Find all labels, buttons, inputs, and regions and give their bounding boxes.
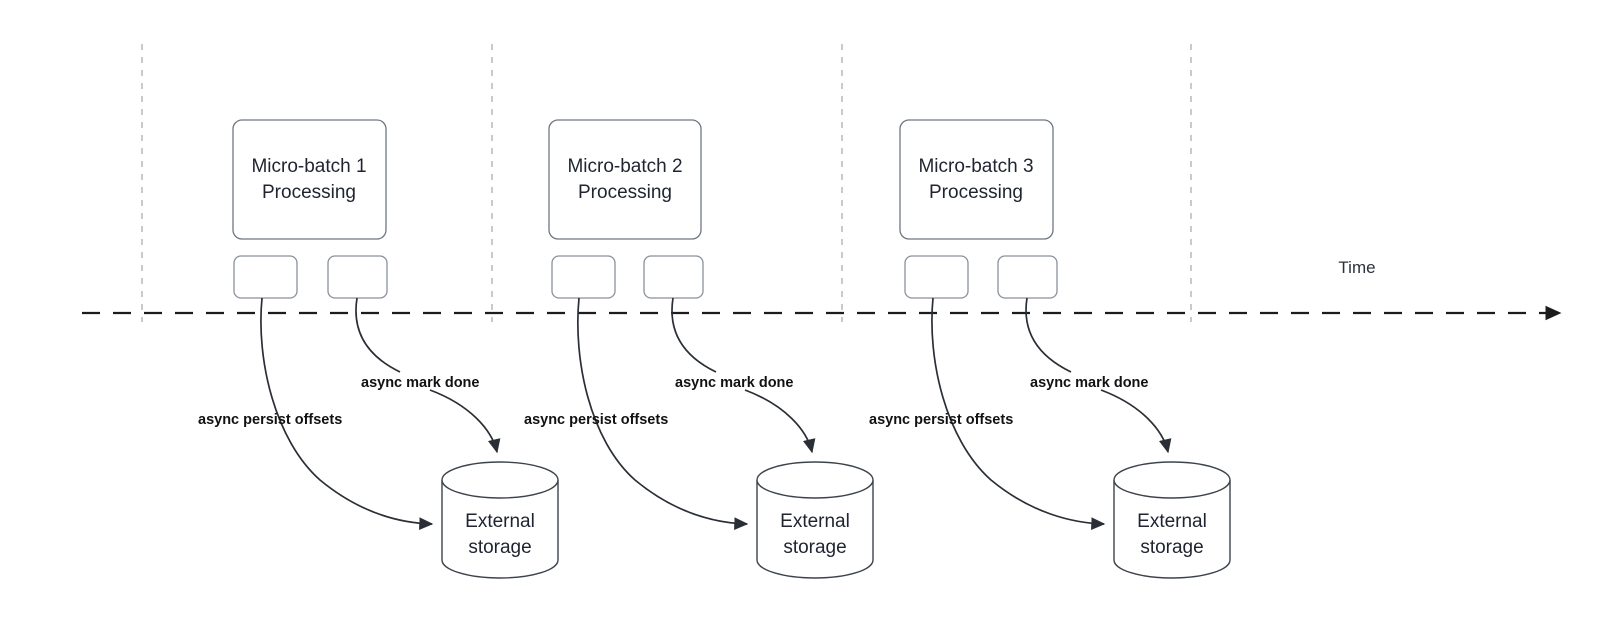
group-3-persist-offsets-label: async persist offsets bbox=[869, 412, 1013, 428]
group-3-mark-done-label: async mark done bbox=[1030, 375, 1148, 391]
micro-batch-3-box[interactable] bbox=[899, 119, 1054, 240]
group-1-mark-done-flow bbox=[355, 297, 401, 373]
group-3-persist-offsets-flow bbox=[931, 297, 1106, 530]
micro-batch-1-label-line1: Micro-batch 1 bbox=[251, 156, 366, 177]
group-1-mark-done-task[interactable] bbox=[327, 255, 388, 299]
group-3-storage-label-line2: storage bbox=[1140, 537, 1203, 558]
group-1-external-storage[interactable]: External storage bbox=[441, 461, 559, 579]
group-2-mark-done-flow-2 bbox=[744, 389, 816, 454]
group-2-persist-offsets-flow bbox=[576, 297, 749, 530]
group-3-mark-done-task[interactable] bbox=[997, 255, 1058, 299]
group-3-mark-done-flow-2 bbox=[1100, 389, 1172, 454]
micro-batch-2-box[interactable] bbox=[548, 119, 702, 240]
micro-batch-1-label-line2: Processing bbox=[262, 182, 356, 203]
micro-batch-1-box[interactable] bbox=[232, 119, 387, 240]
group-2-mark-done-task[interactable] bbox=[643, 255, 704, 299]
group-3-external-storage[interactable]: External storage bbox=[1113, 461, 1231, 579]
group-1-storage-body bbox=[441, 480, 559, 579]
micro-batch-2-label-line1: Micro-batch 2 bbox=[567, 156, 682, 177]
group-1-storage-label-line1: External bbox=[465, 511, 535, 532]
micro-batch-3-label-line1: Micro-batch 3 bbox=[918, 156, 1033, 177]
group-2-mark-done-flow bbox=[671, 297, 717, 373]
micro-batch-3-label-line2: Processing bbox=[929, 182, 1023, 203]
group-1-persist-offsets-task[interactable] bbox=[233, 255, 298, 299]
group-2-mark-done-label: async mark done bbox=[675, 375, 793, 391]
group-1-storage-label-line2: storage bbox=[468, 537, 531, 558]
group-3-storage-top bbox=[1113, 461, 1231, 499]
group-2-persist-offsets-task[interactable] bbox=[551, 255, 616, 299]
group-1-mark-done-flow-2 bbox=[429, 389, 501, 454]
group-1-storage-top bbox=[441, 461, 559, 499]
group-2-storage-body bbox=[756, 480, 874, 579]
group-1-mark-done-label: async mark done bbox=[361, 375, 479, 391]
time-axis: Time bbox=[82, 258, 1562, 321]
group-3-storage-body bbox=[1113, 480, 1231, 579]
time-axis-label: Time bbox=[1338, 258, 1375, 277]
group-3-mark-done-flow bbox=[1025, 297, 1072, 373]
group-2-storage-top bbox=[756, 461, 874, 499]
group-3-persist-offsets-task[interactable] bbox=[904, 255, 969, 299]
group-3-storage-label-line1: External bbox=[1137, 511, 1207, 532]
group-2-external-storage[interactable]: External storage bbox=[756, 461, 874, 579]
group-2-storage-label-line1: External bbox=[780, 511, 850, 532]
group-2-persist-offsets-label: async persist offsets bbox=[524, 412, 668, 428]
micro-batch-2-label-line2: Processing bbox=[578, 182, 672, 203]
group-1: Micro-batch 1 Processing async persist o… bbox=[198, 119, 559, 579]
group-2-storage-label-line2: storage bbox=[783, 537, 846, 558]
group-1-persist-offsets-flow bbox=[260, 297, 434, 530]
group-3: Micro-batch 3 Processing async persist o… bbox=[869, 119, 1231, 579]
group-2: Micro-batch 2 Processing async persist o… bbox=[524, 119, 874, 579]
group-1-persist-offsets-label: async persist offsets bbox=[198, 412, 342, 428]
